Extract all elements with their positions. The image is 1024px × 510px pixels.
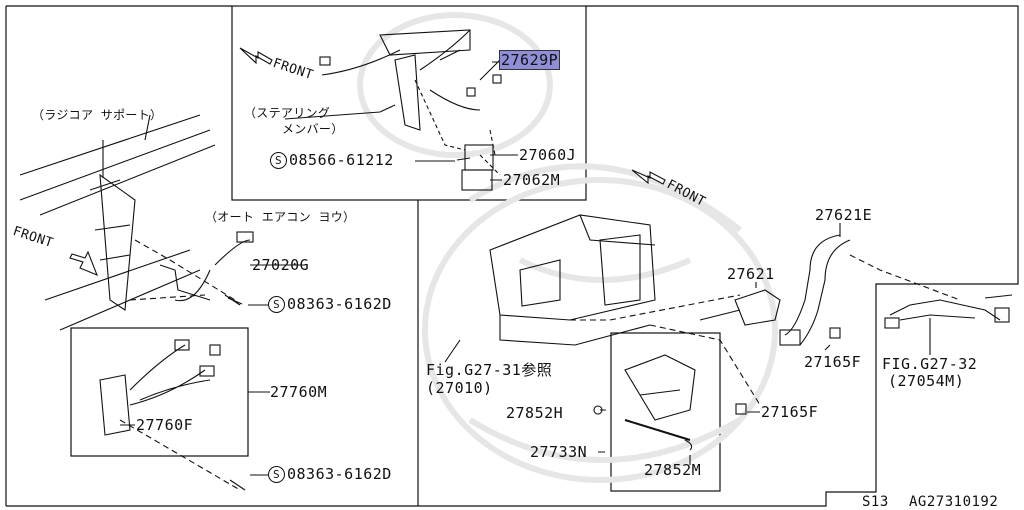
part-27062M[interactable]: 27062M — [503, 171, 561, 189]
heater-unit — [489, 214, 656, 346]
duct-hose — [784, 234, 851, 346]
leaders-left — [120, 264, 305, 476]
steering-inset-frame — [231, 5, 587, 201]
left-frame — [5, 5, 418, 507]
part-27852H[interactable]: 27852H — [506, 404, 564, 422]
steering-member-label-2: メンバー） — [282, 122, 344, 136]
leader-radiator — [144, 114, 151, 141]
part-27060J[interactable]: 27060J — [519, 146, 577, 164]
part-27020G[interactable]: 27020G — [252, 256, 310, 274]
leaders-right — [444, 223, 931, 465]
part-27621E[interactable]: 27621E — [815, 206, 873, 224]
sensor-harness — [159, 239, 251, 302]
fig-ref-27-32[interactable]: FIG.G27-32 — [882, 355, 978, 373]
steering-member-label-1: （ステアリング — [244, 106, 331, 120]
s-circle-icon: S — [268, 296, 285, 313]
auto-aircon-label: （オート エアコン ヨウ） — [205, 210, 356, 224]
part-27165F-b[interactable]: 27165F — [761, 403, 819, 421]
fig-ref-27-31-part: (27010) — [426, 379, 493, 397]
s-circle-icon: S — [268, 466, 285, 483]
steering-member — [394, 29, 501, 131]
harness-27760M — [99, 344, 211, 436]
footer-code: AG27310192 — [909, 494, 999, 510]
leaders-top-inset — [415, 61, 518, 181]
left-leader-dashes — [119, 239, 241, 491]
front-arrow-right — [631, 169, 666, 185]
radiator-support-beams — [19, 114, 216, 331]
sensor-inset-frame — [610, 332, 721, 492]
harness-27054M — [889, 299, 1001, 321]
part-27760M[interactable]: 27760M — [270, 383, 328, 401]
part-27733N[interactable]: 27733N — [530, 443, 588, 461]
part-27852M[interactable]: 27852M — [644, 461, 702, 479]
fig-ref-27-31[interactable]: Fig.G27-31参照 — [426, 361, 553, 379]
bolt-marks — [227, 297, 246, 491]
radiator-support-label: （ラジコア サポート） — [32, 108, 163, 122]
front-arrow-top — [239, 47, 273, 65]
part-27621[interactable]: 27621 — [727, 265, 775, 283]
front-arrow-left — [69, 250, 98, 276]
right-frame — [418, 5, 1019, 507]
incar-sensor — [624, 354, 696, 421]
s-circle-icon: S — [270, 152, 287, 169]
leader-steering — [284, 104, 396, 120]
aspirator-27621 — [699, 289, 781, 326]
watermark-crest — [357, 12, 778, 483]
part-27760F[interactable]: 27760F — [136, 416, 194, 434]
support-bracket — [89, 173, 136, 311]
fig-ref-27-32-part: (27054M) — [888, 372, 965, 390]
part-27165F-a[interactable]: 27165F — [804, 353, 862, 371]
part-27629P[interactable]: 27629P — [498, 50, 561, 70]
footer-section: S13 — [862, 494, 889, 510]
